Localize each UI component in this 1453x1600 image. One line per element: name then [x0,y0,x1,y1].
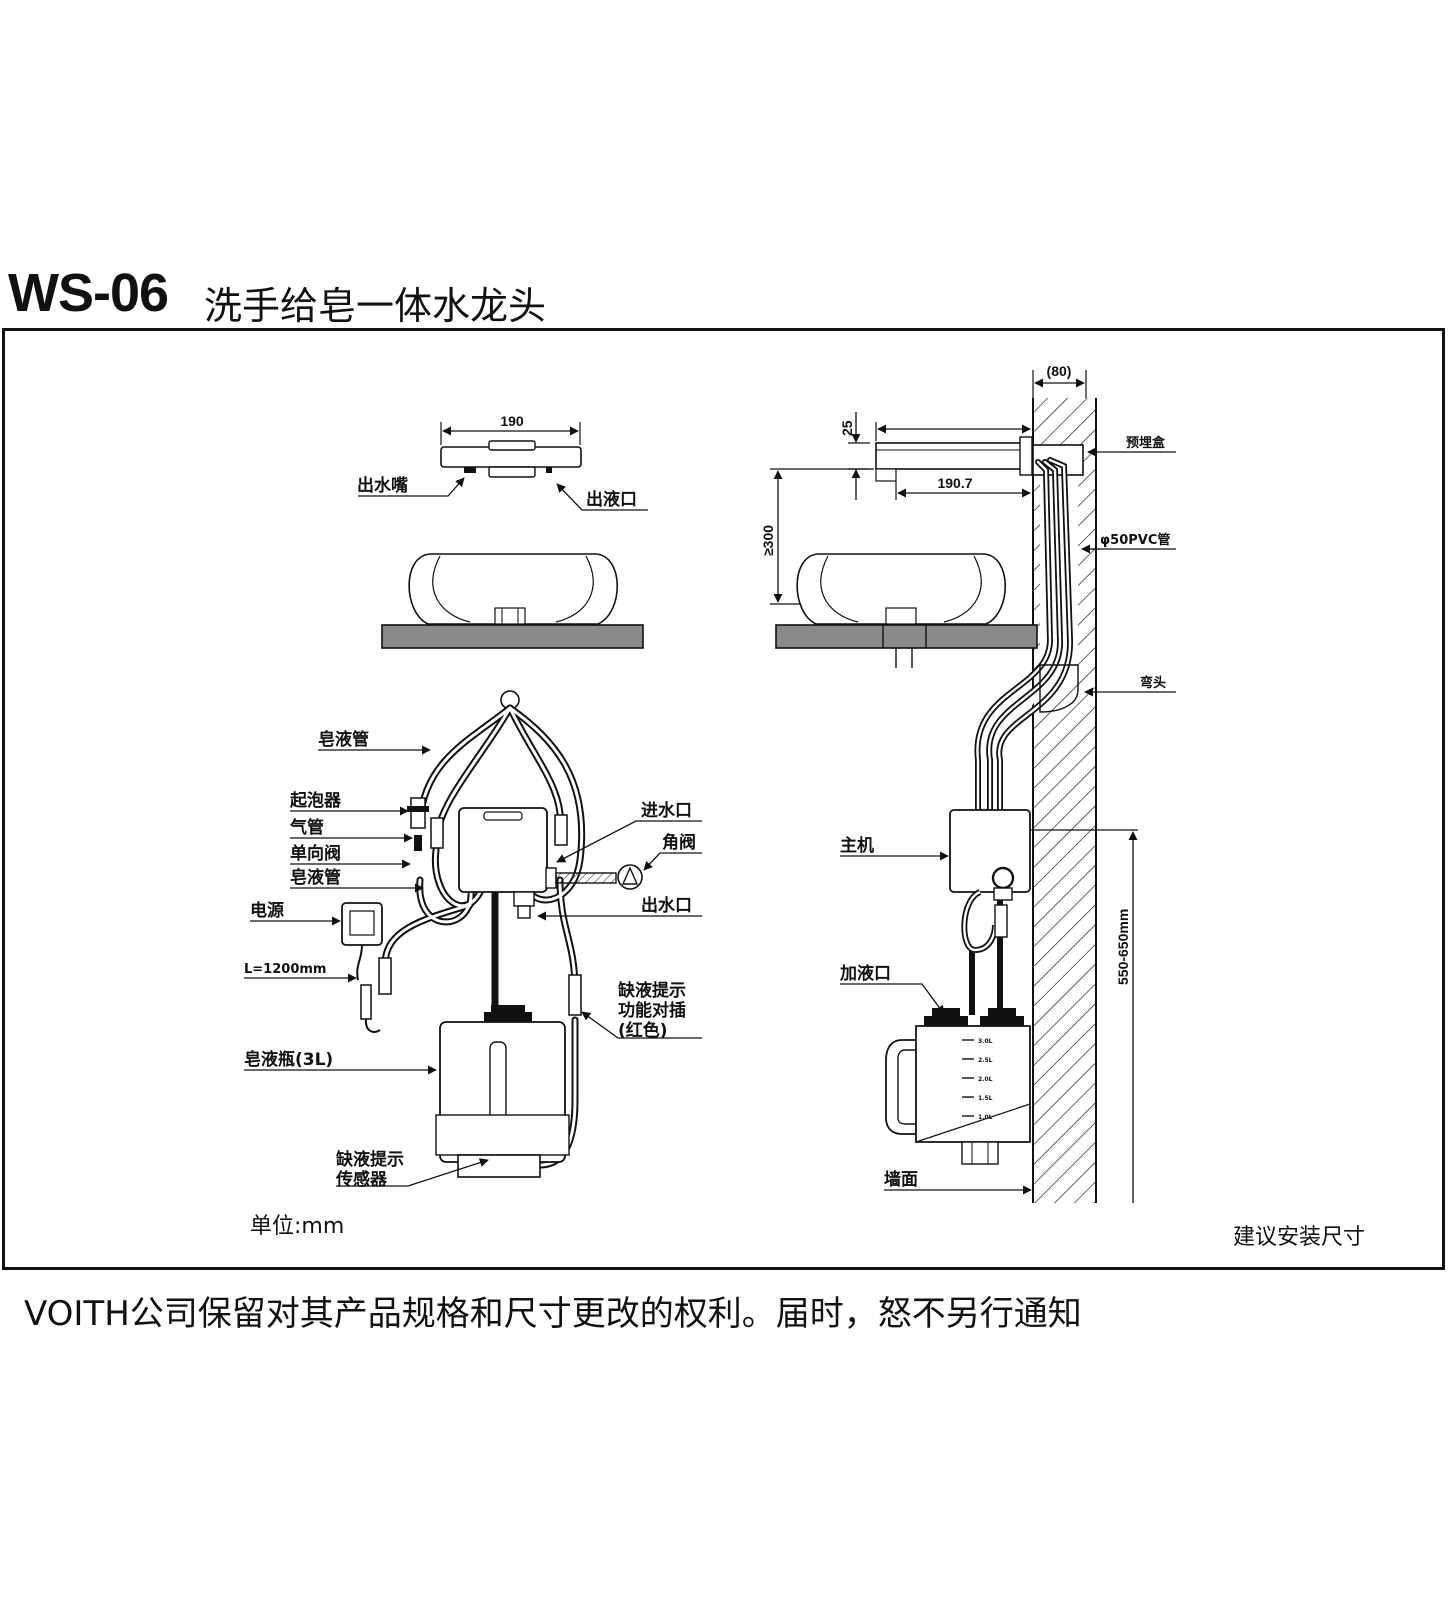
dim-wall-depth: (80) [1047,363,1072,379]
label-foamer: 起泡器 [289,790,342,811]
front-main-unit [458,807,548,893]
label-soap-tube-1: 皂液管 [318,729,369,750]
bottle-mark-3: 3.0L [978,1038,993,1045]
label-low-liquid-sensor-1: 缺液提示 [336,1149,404,1170]
diagram-frame [2,328,1445,1270]
side-faucet: 25 190.7 ≥300 [760,412,1033,605]
bottle-mark-2: 2.0L [978,1076,993,1083]
side-soap-bottle: 3.0L 2.5L 2.0L 1.5L 1.0L [885,1008,1031,1165]
label-soap-outlet-top: 出液口 [586,489,637,510]
dim-width-190: 190 [500,413,524,429]
label-air-tube: 气管 [289,817,324,838]
product-name: 洗手给皂一体水龙头 [204,284,547,328]
label-spout: 出水嘴 [357,475,408,496]
label-embedded-box: 预埋盒 [1126,435,1166,451]
label-low-liquid-plug-2: 功能对插 [618,1000,686,1021]
dim-spout-length: 190.7 [937,475,972,491]
label-low-liquid-sensor-2: 传感器 [335,1169,388,1190]
label-water-outlet: 出水口 [641,895,692,916]
label-cable-length: L=1200mm [244,962,326,977]
model-number: WS-06 [8,263,169,323]
front-plumbing-assembly [341,690,643,1178]
label-power: 电源 [250,900,284,921]
label-soap-tube-2: 皂液管 [290,867,341,888]
side-basin [775,553,1038,668]
label-inlet: 进水口 [641,800,692,821]
installation-caption: 建议安装尺寸 [1233,1225,1365,1250]
side-countertop [775,624,1038,649]
label-low-liquid-plug-3: (红色) [618,1020,668,1041]
dim-host-height: 550-650mm [1115,909,1131,985]
bottle-mark-1: 1.0L [978,1114,993,1121]
label-host: 主机 [840,835,874,856]
label-soap-bottle: 皂液瓶(3L) [244,1049,333,1070]
front-labels: 皂液管 起泡器 气管 单向阀 皂液管 电源 L=1200mm 进水口 角阀 出水… [244,729,702,1239]
dim-spout-height: 25 [839,420,855,436]
dim-basin-clearance: ≥300 [760,525,776,556]
label-angle-valve: 角阀 [662,832,696,853]
unit-note: 单位:mm [250,1214,344,1239]
side-main-unit [949,809,1138,1015]
label-wall: 墙面 [884,1169,918,1190]
label-pvc-pipe: φ50PVC管 [1100,532,1170,548]
disclaimer: VOITH公司保留对其产品规格和尺寸更改的权利。届时，怒不另行通知 [24,1294,1082,1334]
side-labels: 550-650mm 预埋盒 φ50PVC管 弯头 主机 加液口 墙面 建议安装尺… [839,435,1365,1250]
front-countertop [381,624,644,649]
bottle-mark-1-5: 1.5L [978,1095,993,1102]
label-fill-port: 加液口 [839,963,891,984]
side-pipes [974,457,1079,813]
label-elbow: 弯头 [1140,675,1166,691]
front-faucet-top-view: 190 出水嘴 出液口 [357,413,648,511]
label-low-liquid-plug-1: 缺液提示 [618,980,686,1001]
label-check-valve: 单向阀 [290,843,341,864]
bottle-mark-2-5: 2.5L [978,1057,993,1064]
front-basin [381,553,644,649]
